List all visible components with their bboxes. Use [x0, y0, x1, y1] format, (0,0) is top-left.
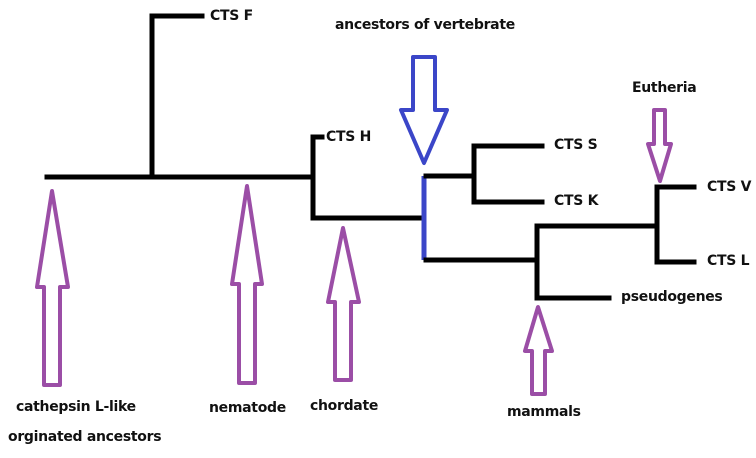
leaf-cts-v: CTS V [707, 179, 752, 195]
leaf-cts-f: CTS F [210, 8, 253, 24]
leaf-cts-s: CTS S [554, 137, 598, 153]
branch-cts-k [471, 173, 545, 205]
arrow-up-nematode-icon [230, 184, 264, 385]
label-cathepsin-line2: orginated ancestors [8, 429, 162, 445]
branch-cts-f [149, 13, 205, 180]
label-ancestors-of-vertebrate: ancestors of vertebrate [335, 17, 515, 33]
arrow-up-chordate-icon [326, 226, 361, 382]
leaf-cts-h: CTS H [326, 129, 371, 145]
leaf-cts-k: CTS K [554, 193, 599, 209]
leaf-pseudogenes: pseudogenes [621, 289, 723, 305]
label-mammals: mammals [507, 404, 581, 420]
leaf-cts-l: CTS L [707, 253, 750, 269]
label-eutheria: Eutheria [632, 80, 697, 96]
label-chordate: chordate [310, 398, 379, 414]
arrow-up-mammals-icon [523, 305, 554, 396]
arrow-up-cathepsin-icon [35, 189, 70, 387]
branch-eutheria [534, 223, 660, 263]
branch-pseudogenes [534, 257, 612, 301]
branch-chordate [310, 174, 425, 221]
label-nematode: nematode [209, 400, 286, 416]
arrow-down-vertebrate-icon [399, 55, 449, 165]
branch-cts-l [654, 223, 697, 265]
arrow-down-eutheria-icon [646, 108, 673, 183]
branch-cts-v [654, 184, 697, 229]
branch-cts-s [471, 143, 545, 179]
label-cathepsin-line1: cathepsin L-like [16, 399, 136, 415]
branch-cts-h [310, 134, 325, 180]
